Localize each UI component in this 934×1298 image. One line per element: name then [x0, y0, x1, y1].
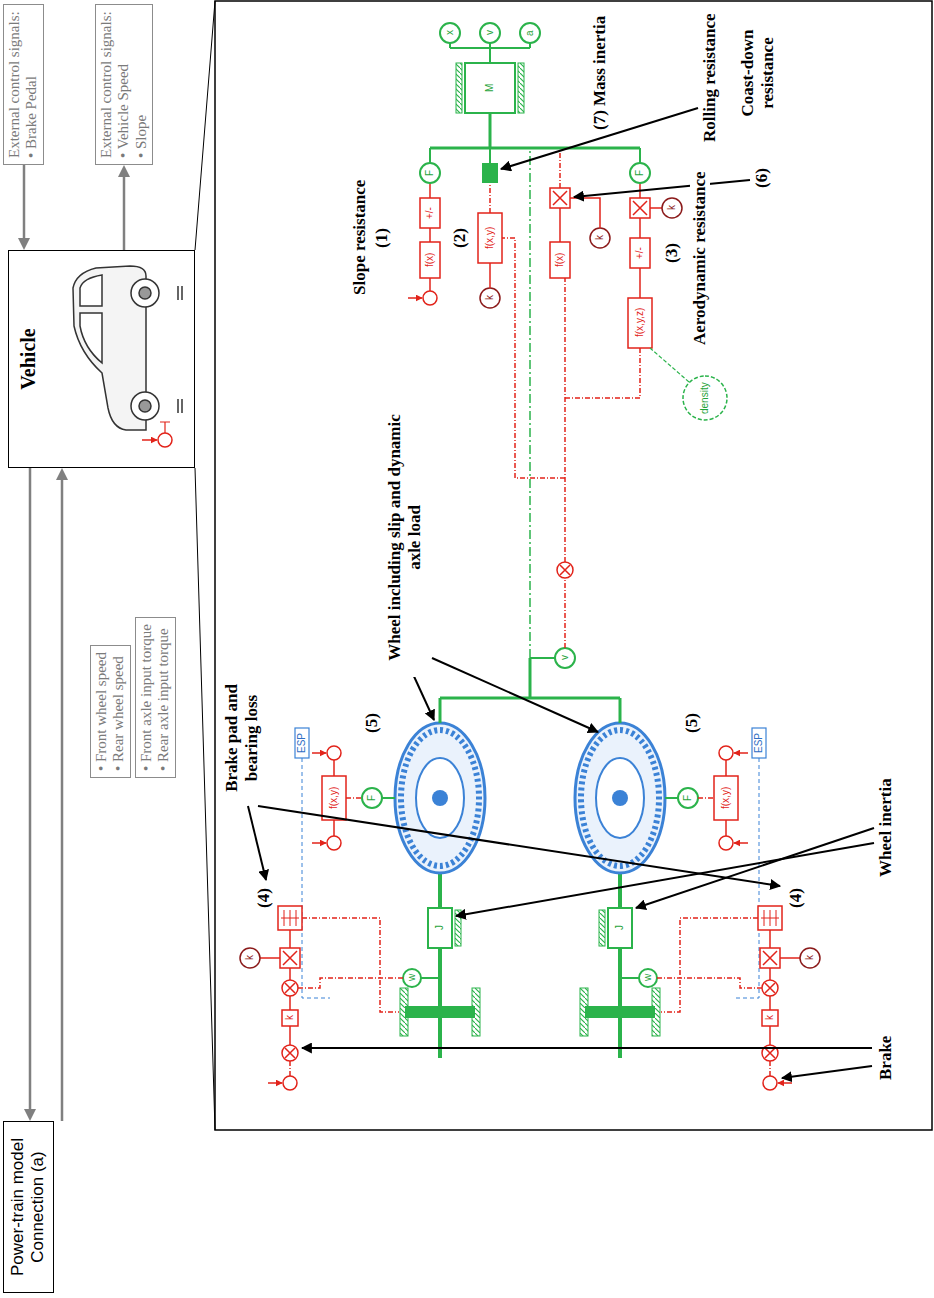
symbol-text: k: [667, 204, 677, 211]
callout-number: (4): [786, 886, 806, 910]
symbol-text: k: [485, 294, 495, 301]
callout-number: (1): [372, 226, 392, 250]
symbol-text: k: [805, 954, 815, 961]
callout-number: (4): [254, 886, 274, 910]
part-label: (7) Mass inertia: [590, 14, 610, 132]
symbol-text: k: [245, 954, 255, 961]
symbol-text: w: [407, 973, 417, 982]
signal-box: • Front axle input torque• Rear axle inp…: [135, 617, 176, 778]
symbol-text: +/-: [635, 246, 645, 260]
symbol-text: f(x): [425, 252, 435, 268]
part-label: Slope resistance: [350, 178, 370, 297]
powertrain-box: Power-train model Connection (a): [3, 1121, 54, 1293]
symbol-text: +/-: [425, 206, 435, 220]
node-text: Vehicle: [17, 251, 40, 467]
signal-arrow: [24, 468, 36, 1121]
part-label: Rolling resistance: [700, 11, 720, 144]
part-label: Coast-down resistance: [738, 6, 777, 140]
symbol-text: w: [643, 973, 653, 982]
callout-number: (2): [450, 226, 470, 250]
callout-number: (3): [662, 241, 682, 265]
callout-number: (6): [752, 166, 772, 190]
node-text: • Front wheel speed: [93, 652, 110, 771]
node-text: • Brake Pedal: [23, 11, 40, 158]
symbol-text: ESP: [297, 732, 307, 754]
signal-arrow: [56, 468, 68, 1121]
symbol-text: ESP: [754, 732, 764, 754]
symbol-text: k: [595, 234, 605, 241]
signal-box: External control signals:• Vehicle Speed…: [95, 4, 153, 165]
symbol-text: k: [765, 1014, 775, 1021]
node-text: Power-train model Connection (a): [8, 1128, 49, 1286]
symbol-text: k: [285, 1014, 295, 1021]
signal-arrow: [118, 165, 130, 250]
symbol-text: f(x,y): [721, 786, 731, 810]
node-text: External control signals:: [98, 11, 115, 158]
symbol-text: v: [560, 654, 570, 661]
symbol-text: F: [683, 794, 693, 802]
symbol-text: f(x,y): [485, 226, 495, 250]
symbol-text: density: [700, 381, 710, 415]
node-text: • Rear wheel speed: [110, 652, 127, 771]
symbol-text: a: [525, 29, 535, 37]
node-text: • Vehicle Speed: [115, 11, 132, 158]
symbol-text: f(x): [555, 252, 565, 268]
part-label: Wheel inertia: [876, 776, 896, 879]
symbol-text: f(x,y): [329, 786, 339, 810]
symbol-text: F: [367, 794, 377, 802]
part-label: Brake pad and bearing loss: [222, 671, 261, 805]
signal-box: External control signals:• Brake Pedal: [3, 4, 44, 165]
symbol-text: M: [485, 83, 495, 93]
node-text: • Slope: [133, 11, 150, 158]
part-label: Aerodynamic resistance: [690, 169, 710, 347]
callout-number: (5): [362, 711, 382, 735]
part-label: Brake: [876, 1034, 896, 1082]
vehicle-box: Vehicle: [8, 250, 195, 468]
symbol-text: F: [635, 169, 645, 177]
symbol-text: v: [485, 29, 495, 36]
symbol-text: F: [425, 169, 435, 177]
part-label: Wheel including slip and dynamic axle lo…: [385, 398, 424, 677]
signal-arrow: [18, 165, 30, 250]
node-text: • Rear axle input torque: [155, 624, 172, 771]
callout-number: (5): [682, 711, 702, 735]
node-text: • Front axle input torque: [138, 624, 155, 771]
symbol-text: J: [435, 924, 445, 931]
symbol-text: x: [445, 29, 455, 36]
node-text: External control signals:: [6, 11, 23, 158]
signal-box: • Front wheel speed• Rear wheel speed: [90, 645, 131, 778]
symbol-text: f(x,y,z): [635, 307, 645, 338]
symbol-text: J: [615, 924, 625, 931]
